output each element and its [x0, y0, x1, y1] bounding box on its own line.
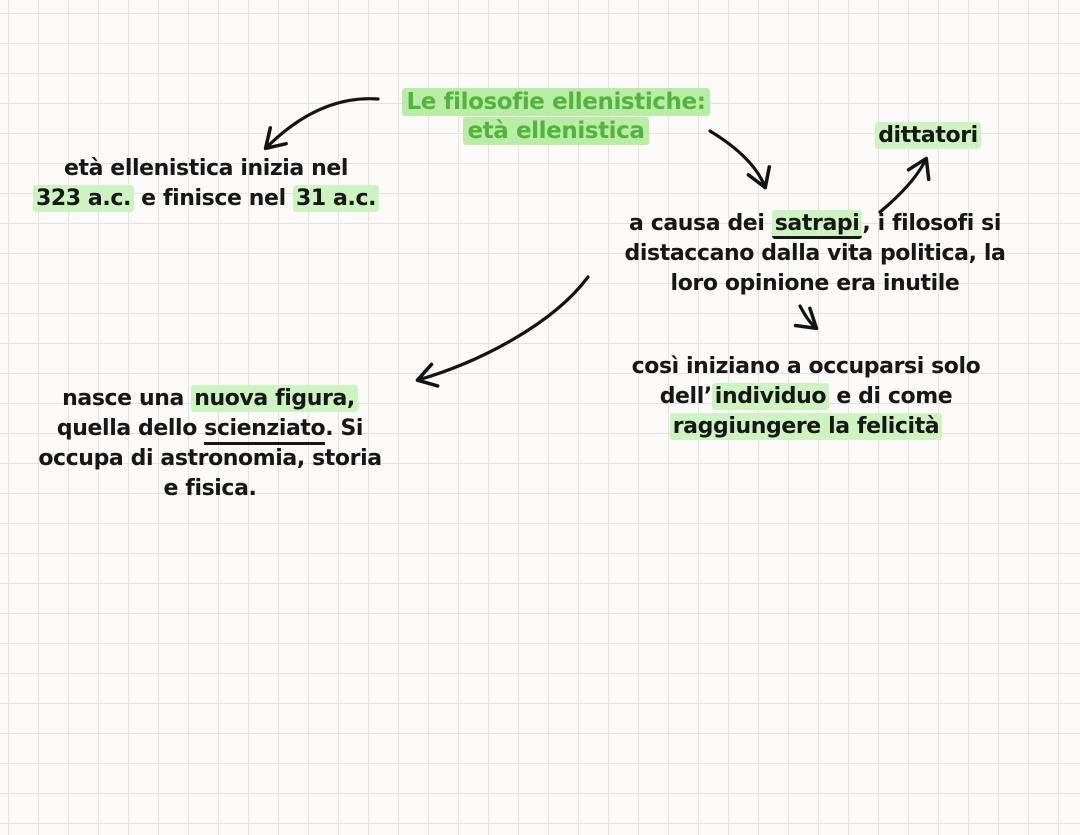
- satrapi-line-1: a causa dei satrapi, i filosofi si: [595, 209, 1035, 239]
- era-date-start: 323 a.c.: [32, 185, 134, 212]
- individuo-line-2: dell’individuo e di come: [659, 383, 953, 410]
- satrapi-to-dittatori-arrow: [878, 156, 931, 214]
- dittatori-node: dittatori: [858, 121, 998, 151]
- satrapi-keyword: satrapi: [771, 210, 863, 239]
- individuo-node: così iniziano a occuparsi solo dell’indi…: [596, 352, 1016, 442]
- individuo-line-3: raggiungere la felicità: [596, 412, 1016, 442]
- era-node: età ellenistica inizia nel 323 a.c. e fi…: [6, 154, 406, 214]
- era-line-2: 323 a.c. e finisce nel 31 a.c.: [6, 184, 406, 214]
- era-date-end: 31 a.c.: [292, 185, 380, 212]
- title-line-1: Le filosofie ellenistiche:: [371, 88, 741, 117]
- scienziato-node: nasce una nuova figura, quella dello sci…: [5, 384, 415, 504]
- satrapi-node: a causa dei satrapi, i filosofi si dista…: [595, 209, 1035, 299]
- nuova-figura-keyword: nuova figura,: [191, 385, 358, 412]
- scienziato-line-4: e fisica.: [163, 476, 257, 501]
- satrapi-line-3: loro opinione era inutile: [670, 271, 960, 296]
- individuo-keyword: individuo: [711, 383, 830, 410]
- center-to-scienziato-arrow: [415, 275, 590, 388]
- scienziato-line-2: quella dello scienziato. Si: [5, 414, 415, 445]
- scienziato-keyword: scienziato: [204, 416, 326, 445]
- title-line-2: età ellenistica: [371, 117, 741, 146]
- dittatori-label: dittatori: [875, 122, 981, 149]
- era-line-1: età ellenistica inizia nel: [63, 156, 349, 181]
- satrapi-line-2: distaccano dalla vita politica, la: [624, 241, 1006, 266]
- felicita-keyword: raggiungere la felicità: [669, 413, 943, 440]
- satrapi-to-individuo-arrow: [793, 304, 819, 331]
- scienziato-line-3: occupa di astronomia, storia: [38, 446, 382, 471]
- scienziato-line-1: nasce una nuova figura,: [5, 384, 415, 414]
- individuo-line-1: così iniziano a occuparsi solo: [631, 354, 981, 379]
- title-node: Le filosofie ellenistiche: età ellenisti…: [371, 88, 741, 146]
- title-to-era-arrow: [263, 97, 380, 151]
